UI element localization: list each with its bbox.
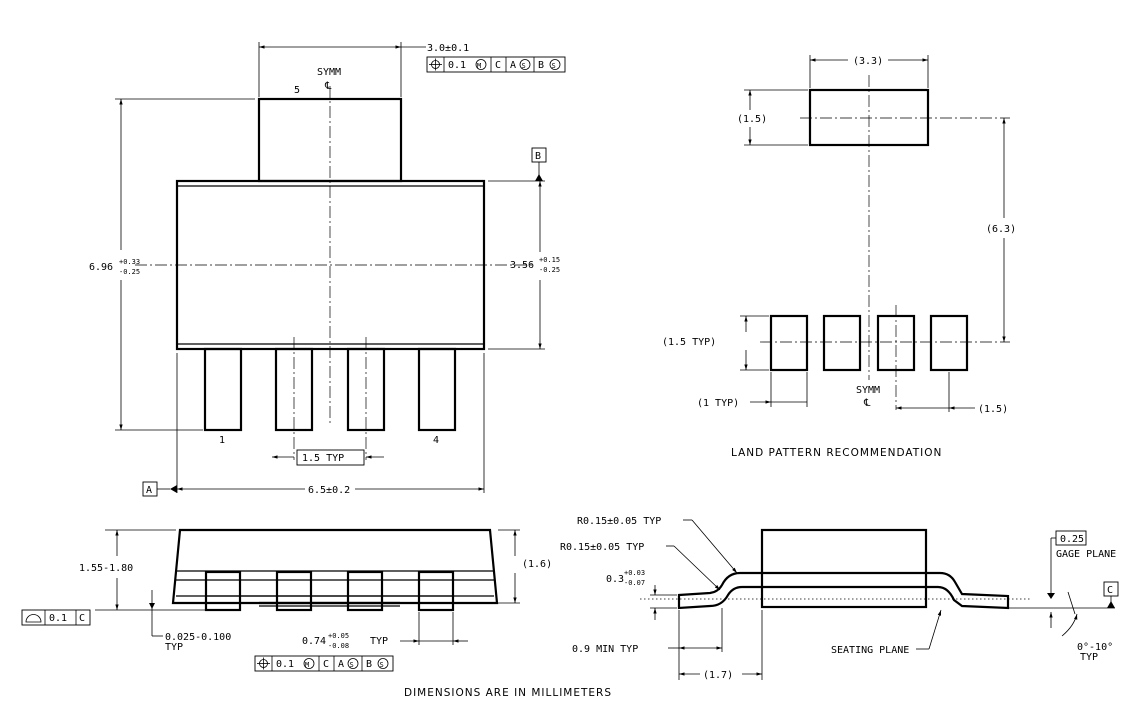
svg-text:C: C (79, 613, 85, 624)
dim-pitch: 1.5 TYP (302, 453, 344, 464)
land-pattern-title: LAND PATTERN RECOMMENDATION (731, 447, 942, 459)
dim-overall-width: 6.5±0.2 (308, 485, 350, 496)
svg-text:-0.25: -0.25 (119, 268, 140, 276)
dim-tab-pad-height: (1.5) (737, 114, 767, 125)
detail-body (760, 528, 928, 609)
dim-lead-thickness: 0.3 (606, 574, 624, 585)
svg-text:M: M (305, 661, 309, 669)
dim-tab-pad-width: (3.3) (853, 56, 883, 67)
dim-pad-height: (1.5 TYP) (662, 337, 716, 348)
svg-text:0.1: 0.1 (276, 659, 294, 670)
svg-text:℄: ℄ (863, 398, 871, 409)
datum-a-label: A (146, 485, 152, 496)
side-lead-4 (417, 570, 455, 612)
fcf-bottom: 0.1 M C A S B S (254, 655, 394, 672)
svg-text:TYP: TYP (370, 636, 388, 647)
gage-plane-label: GAGE PLANE (1056, 549, 1116, 560)
svg-text:0.1: 0.1 (448, 60, 466, 71)
svg-text:-0.08: -0.08 (328, 642, 349, 650)
side-view: 1.55-1.80 (1.6) 0.1 C 0.025-0.100 TYP 0.… (21, 528, 552, 672)
dim-min-foot: 0.9 MIN TYP (572, 644, 638, 655)
svg-text:S: S (380, 661, 384, 669)
dim-pad-span: (6.3) (986, 224, 1016, 235)
pad-2 (822, 314, 862, 372)
dim-ref-height: (1.6) (522, 559, 552, 570)
svg-text:S: S (552, 62, 556, 70)
svg-text:℄: ℄ (324, 81, 332, 92)
pitch-box (296, 449, 365, 466)
svg-text:TYP: TYP (165, 642, 183, 653)
footer-note: DIMENSIONS ARE IN MILLIMETERS (404, 687, 612, 699)
pin5-label: 5 (294, 85, 300, 96)
svg-text:A: A (338, 659, 344, 670)
fcf-top: 0.1 M C A S B S (426, 56, 566, 73)
dim-body-height: 3.56 (510, 260, 534, 271)
svg-text:S: S (522, 62, 526, 70)
dim-overall-height: 6.96 (89, 262, 113, 273)
lead-4 (417, 347, 457, 432)
land-symm-label: SYMM (856, 385, 880, 396)
angle-label: 0°-10° (1077, 642, 1113, 653)
svg-text:B: B (538, 60, 544, 71)
land-pattern: (3.3) (1.5) (6.3) (1.5 TYP) (1 TYP) (1.5… (662, 55, 1016, 459)
svg-text:S: S (350, 661, 354, 669)
svg-text:-0.07: -0.07 (624, 579, 645, 587)
svg-text:+0.03: +0.03 (624, 569, 645, 577)
side-lead-1 (204, 570, 242, 612)
dim-lead-width: 0.74 (302, 636, 326, 647)
radius-label-1: R0.15±0.05 TYP (577, 516, 661, 527)
dim-pad-pitch: (1.5) (978, 404, 1008, 415)
datum-c-label: C (1107, 585, 1113, 596)
pad-4 (929, 314, 969, 372)
dim-tab-width: 3.0±0.1 (427, 43, 469, 54)
svg-text:0.1: 0.1 (49, 613, 67, 624)
svg-text:B: B (366, 659, 372, 670)
lead-1 (203, 347, 243, 432)
svg-text:+0.15: +0.15 (539, 256, 560, 264)
lead-profile (677, 571, 1010, 610)
top-view: SYMM ℄ 5 1 4 3.0±0.1 0.1 M C A S B (89, 42, 566, 497)
radius-label-2: R0.15±0.05 TYP (560, 542, 644, 553)
pad-1 (769, 314, 809, 372)
svg-text:M: M (477, 62, 481, 70)
pin4-label: 4 (433, 435, 439, 446)
detail-view: R0.15±0.05 TYP R0.15±0.05 TYP 0.3 +0.03 … (560, 516, 1119, 681)
svg-text:+0.33: +0.33 (119, 258, 140, 266)
dim-package-height: 1.55-1.80 (79, 563, 133, 574)
side-body-outline (171, 528, 499, 605)
dim-foot-length: (1.7) (703, 670, 733, 681)
datum-b-label: B (535, 151, 541, 162)
svg-text:-0.25: -0.25 (539, 266, 560, 274)
side-lead-3 (346, 570, 384, 612)
svg-text:C: C (323, 659, 329, 670)
seating-plane-label: SEATING PLANE (831, 645, 909, 656)
dim-pad-width: (1 TYP) (697, 398, 739, 409)
symm-label: SYMM (317, 67, 341, 78)
side-lead-2 (275, 570, 313, 612)
pin1-label: 1 (219, 435, 225, 446)
svg-text:C: C (495, 60, 501, 71)
svg-text:A: A (510, 60, 516, 71)
svg-text:+0.05: +0.05 (328, 632, 349, 640)
dim-standoff: 0.025-0.100 (165, 632, 231, 643)
svg-text:TYP: TYP (1080, 652, 1098, 663)
gage-value: 0.25 (1060, 534, 1084, 545)
profile-tolerance-frame: 0.1 C (21, 609, 91, 626)
